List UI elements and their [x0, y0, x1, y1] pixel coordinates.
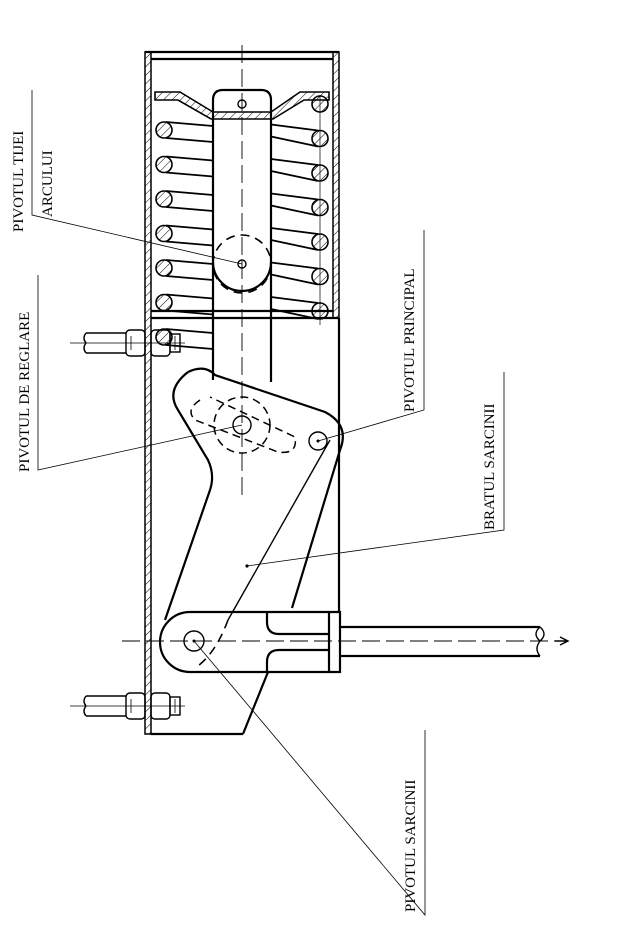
spring-coil-left — [155, 155, 173, 174]
spring-wire — [270, 239, 319, 251]
housing — [144, 50, 341, 736]
spring — [155, 95, 329, 350]
spring-wire — [270, 261, 319, 270]
spring-seat — [154, 91, 330, 120]
spring-wire — [165, 240, 214, 247]
spring-wire — [270, 204, 319, 217]
spring-rod — [211, 88, 273, 382]
spring-wire — [165, 344, 214, 350]
spring-wire — [270, 273, 319, 286]
spring-coil-left — [155, 328, 173, 346]
label-spring-rod-pivot-line2: ARCULUI — [40, 150, 56, 217]
spring-wire — [270, 308, 319, 320]
spring-wire — [270, 192, 319, 201]
spring-wire — [270, 135, 319, 148]
load-arrow-icon — [555, 636, 570, 646]
main-pivot-pin — [308, 431, 328, 451]
spring-wire — [165, 137, 214, 143]
spring-coil-left — [155, 259, 173, 277]
leader-load-pivot — [193, 640, 426, 917]
spring-coil-left — [155, 293, 173, 312]
spring-wire — [270, 296, 319, 304]
mounting-bolt-top — [70, 329, 185, 357]
spring-wire — [165, 259, 214, 265]
spring-wire — [165, 328, 214, 334]
spring-coil-left — [155, 121, 173, 139]
adjustment-pivot-pin — [232, 415, 252, 435]
spring-coil-left — [155, 190, 173, 208]
load-clevis — [122, 610, 570, 674]
rod-top-pin — [237, 99, 247, 109]
spring-wire — [270, 158, 319, 166]
leader-spring-rod-pivot — [31, 90, 243, 265]
label-main-pivot: PIVOTUL PRINCIPAL — [402, 269, 418, 413]
housing-left-wall — [144, 51, 152, 735]
label-adjustment-pivot: PIVOTUL DE REGLARE — [17, 312, 33, 472]
spring-wire — [165, 171, 214, 178]
spring-wire — [165, 206, 214, 212]
mounting-bolt-bottom — [70, 692, 185, 720]
spring-wire — [165, 224, 214, 231]
spring-wire — [165, 275, 214, 281]
leader-lines — [31, 90, 505, 917]
label-load-pivot: PIVOTUL SARCINII — [403, 780, 419, 912]
spring-wire — [270, 170, 319, 182]
spring-wire — [165, 121, 214, 127]
spring-wire — [270, 123, 319, 132]
spring-rod-pivot-pin — [237, 259, 247, 269]
spring-wire — [165, 309, 214, 316]
leader-main-pivot — [317, 230, 425, 442]
spring-wire — [165, 190, 214, 196]
spring-coil-left — [155, 224, 173, 243]
spring-wire — [165, 293, 214, 300]
spring-wire — [270, 227, 319, 235]
label-load-arm: BRATUL SARCINII — [482, 403, 498, 530]
label-spring-rod-pivot-line1: PIVOTUL TIJEI — [11, 131, 27, 232]
spring-wire — [165, 155, 214, 162]
leader-adjustment-pivot — [37, 275, 243, 471]
housing-right-wall — [332, 51, 340, 319]
load-arm — [163, 367, 344, 735]
leader-load-arm — [246, 372, 505, 567]
